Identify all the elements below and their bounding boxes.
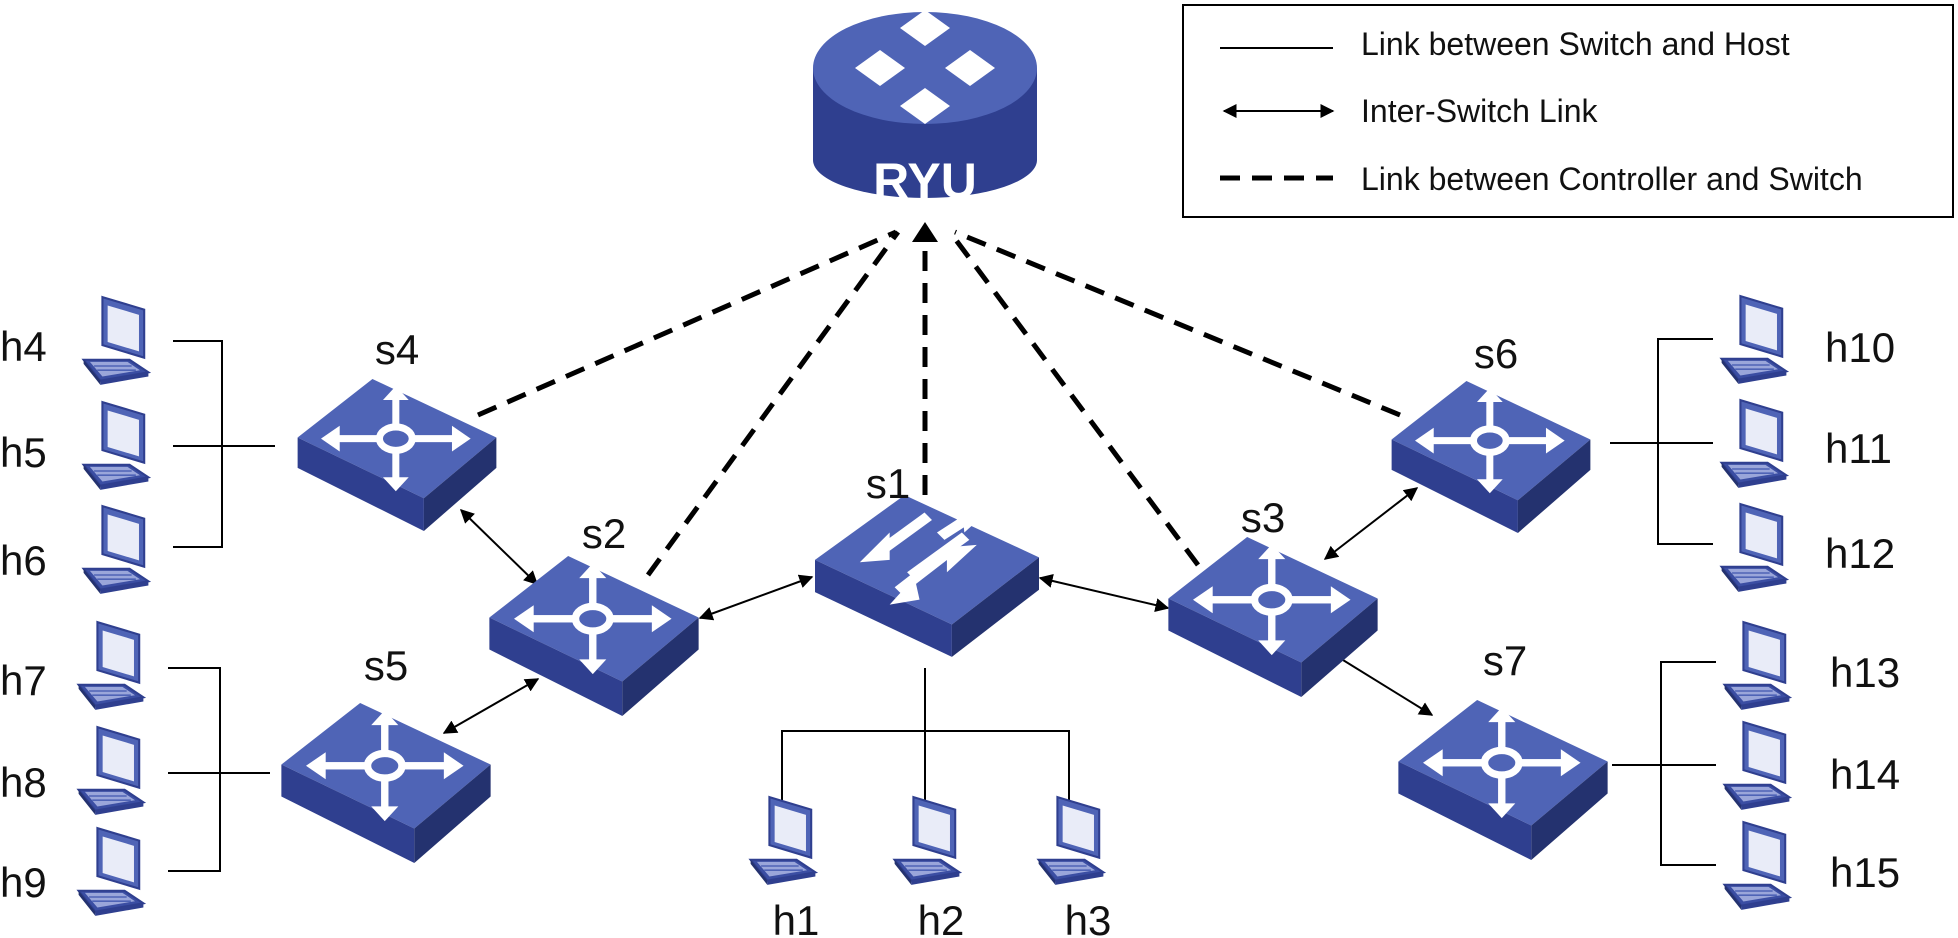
link-s2-s1 xyxy=(698,574,814,621)
laptop-icon xyxy=(1720,502,1788,593)
host-h1-label: h1 xyxy=(773,897,820,938)
switch-s2-label: s2 xyxy=(582,510,626,557)
legend: Link between Switch and Host Inter-Switc… xyxy=(1182,4,1954,218)
inter-switch-links xyxy=(442,487,1434,734)
host-h8-label: h8 xyxy=(0,759,47,806)
host-h11: h11 xyxy=(1720,398,1892,489)
laptop-icon xyxy=(1723,720,1791,811)
host-h9: h9 xyxy=(0,826,145,917)
host-h4-label: h4 xyxy=(0,323,47,370)
laptop-icon xyxy=(893,795,961,886)
link-s3-s7 xyxy=(1328,651,1434,716)
switch-s7: s7 xyxy=(1398,637,1607,860)
switch-s6-label: s6 xyxy=(1474,330,1518,377)
router-icon xyxy=(855,10,995,124)
link-s4-hosts-bus xyxy=(173,340,223,548)
switch-s7-icon xyxy=(1398,700,1607,860)
host-h3: h3 xyxy=(1037,795,1112,938)
switch-s5-label: s5 xyxy=(364,642,408,689)
host-h2-label: h2 xyxy=(918,897,965,938)
link-s6-hosts-bus xyxy=(1657,338,1713,545)
host-h15-label: h15 xyxy=(1830,849,1900,896)
host-h5-label: h5 xyxy=(0,429,47,476)
switch-s5: s5 xyxy=(281,642,490,863)
host-h7-label: h7 xyxy=(0,657,47,704)
laptop-icon xyxy=(1037,795,1105,886)
host-h7: h7 xyxy=(0,620,145,711)
host-h3-label: h3 xyxy=(1065,897,1112,938)
switch-s3: s3 xyxy=(1168,494,1377,697)
laptop-icon xyxy=(1723,620,1791,711)
controller-link-s6 xyxy=(954,229,1401,418)
laptop-icon xyxy=(82,400,150,491)
host-h9-label: h9 xyxy=(0,859,47,906)
ryu-controller: RYU xyxy=(813,10,1037,209)
link-s7-hosts-bus xyxy=(1660,661,1716,866)
switch-s1-icon xyxy=(815,495,1039,657)
switch-s7-label: s7 xyxy=(1483,637,1527,684)
switch-s3-label: s3 xyxy=(1241,494,1285,541)
host-h1: h1 xyxy=(749,795,820,938)
controller-arrowhead xyxy=(912,222,938,242)
host-h15: h15 xyxy=(1723,820,1900,911)
link-s3-s6 xyxy=(1323,487,1419,560)
host-h6: h6 xyxy=(0,504,150,595)
legend-inter-switch-label: Inter-Switch Link xyxy=(1361,93,1599,129)
laptop-icon xyxy=(1720,398,1788,489)
host-h4: h4 xyxy=(0,295,150,386)
switch-s4-icon xyxy=(298,379,497,531)
laptop-icon xyxy=(77,826,145,917)
switch-s2: s2 xyxy=(489,510,698,716)
laptop-icon xyxy=(1720,294,1788,385)
controller-link-s2 xyxy=(645,230,901,577)
host-h13-label: h13 xyxy=(1830,649,1900,696)
host-h11-label: h11 xyxy=(1825,425,1892,472)
switch-s6-icon xyxy=(1392,381,1591,533)
controller-links xyxy=(476,229,1401,577)
host-h8: h8 xyxy=(0,725,145,816)
laptop-icon xyxy=(77,725,145,816)
host-h14-label: h14 xyxy=(1830,751,1900,798)
switch-s6: s6 xyxy=(1392,330,1591,533)
controller-top xyxy=(813,12,1037,124)
controller-link-s4 xyxy=(476,229,898,418)
host-h10-label: h10 xyxy=(1825,324,1895,371)
switch-s4-label: s4 xyxy=(375,326,419,373)
link-s5-s2 xyxy=(442,678,540,734)
legend-controller-link-label: Link between Controller and Switch xyxy=(1361,161,1863,197)
laptop-icon xyxy=(749,795,817,886)
host-h5: h5 xyxy=(0,400,150,491)
host-h12-label: h12 xyxy=(1825,530,1895,577)
host-h6-label: h6 xyxy=(0,537,47,584)
host-h2: h2 xyxy=(893,795,965,938)
link-s4-s2 xyxy=(459,509,539,585)
laptop-icon xyxy=(82,295,150,386)
switch-s4: s4 xyxy=(298,326,497,531)
legend-host-link-label: Link between Switch and Host xyxy=(1361,26,1790,62)
switch-s5-icon xyxy=(281,703,490,863)
laptop-icon xyxy=(77,620,145,711)
host-h12: h12 xyxy=(1720,502,1895,593)
switch-s2-icon xyxy=(489,556,698,716)
controller-link-s3 xyxy=(947,230,1201,567)
laptop-icon xyxy=(82,504,150,595)
switch-s3-icon xyxy=(1168,537,1377,697)
host-links xyxy=(168,338,1716,872)
host-h14: h14 xyxy=(1723,720,1900,811)
switch-s1: s1 xyxy=(815,460,1039,657)
laptop-icon xyxy=(1723,820,1791,911)
link-s5-hosts-bus xyxy=(168,667,221,872)
switch-s1-label: s1 xyxy=(866,460,910,507)
host-h13: h13 xyxy=(1723,620,1900,711)
host-h10: h10 xyxy=(1720,294,1895,385)
link-s1-s3 xyxy=(1038,574,1170,612)
controller-label: RYU xyxy=(873,153,977,209)
